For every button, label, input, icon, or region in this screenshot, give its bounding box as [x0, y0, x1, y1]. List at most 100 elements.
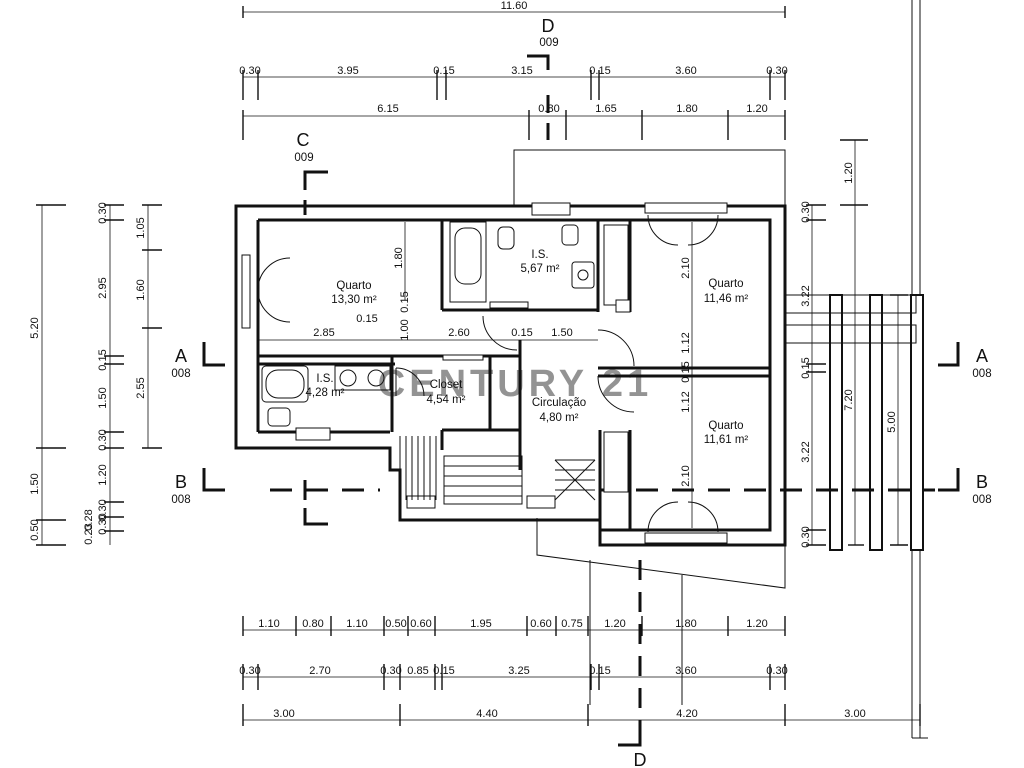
bottom1-dim-4: 0.60	[410, 618, 431, 630]
bottom3-dim-3: 3.00	[844, 708, 865, 720]
windows	[241, 202, 728, 544]
room-quarto-2-name: Quarto	[708, 278, 743, 290]
section-b-right-letter: B	[976, 472, 988, 492]
bottom2-dim-7: 3.60	[675, 665, 696, 677]
left-mid-dim-1: 2.95	[97, 277, 109, 298]
interior-dim-2: 2.85	[313, 327, 334, 339]
room-quarto-3-name: Quarto	[708, 420, 743, 432]
left-mid-dim-2: 0.15	[97, 349, 109, 370]
doors	[257, 214, 719, 533]
stairs	[399, 436, 596, 505]
right-dim-7: 5.00	[886, 411, 898, 432]
interior-dim-7: 1.50	[551, 327, 572, 339]
room-quarto-1-area: 13,30 m²	[331, 294, 377, 306]
bottom2-dim-2: 0.30	[380, 665, 401, 677]
top2-dim-3: 1.80	[676, 103, 697, 115]
right-dimensions: 1.20 0.30 3.22 0.15 3.22 0.30 7.20 5.00	[785, 0, 928, 739]
room-quarto-1-name: Quarto	[336, 280, 371, 292]
interior-dim-6: 0.15	[511, 327, 532, 339]
walls	[234, 149, 787, 589]
right-dim-5: 0.30	[800, 526, 812, 547]
interior-dim-10: 0.15	[680, 361, 692, 382]
section-d-bottom-letter: D	[634, 750, 647, 768]
left-inner-dim-0: 1.05	[135, 217, 147, 238]
section-d-top-ref: 009	[539, 37, 558, 49]
left-mid-dim-7: 0.30	[97, 513, 109, 534]
bottom2-dim-3: 0.85	[407, 665, 428, 677]
fixtures	[261, 221, 631, 493]
bottom1-dim-2: 1.10	[346, 618, 367, 630]
bottom-dimensions: 1.10 0.80 1.10 0.50 0.60 1.95 0.60 0.75 …	[239, 560, 921, 726]
room-is-2-name: I.S.	[316, 373, 333, 385]
section-c-top-ref: 009	[294, 152, 313, 164]
bottom1-dim-0: 1.10	[258, 618, 279, 630]
right-dim-6: 7.20	[843, 389, 855, 410]
left-small-dim-1: 0.23	[83, 523, 95, 544]
top2-dim-0: 6.15	[377, 103, 398, 115]
bottom1-dim-1: 0.80	[302, 618, 323, 630]
overall-width-dim: 11.60	[501, 0, 528, 12]
left-mid-dim-5: 1.20	[97, 464, 109, 485]
left-mid-dim-0: 0.30	[97, 202, 109, 223]
left-mid-dim-3: 1.50	[97, 387, 109, 408]
section-a-right-letter: A	[976, 346, 988, 366]
room-circulacao-name: Circulação	[532, 397, 586, 409]
top1-dim-1: 3.95	[337, 65, 358, 77]
top1-dim-2: 0.15	[433, 65, 454, 77]
bottom2-dim-6: 0.15	[589, 665, 610, 677]
left-inner-dim-1: 1.60	[135, 279, 147, 300]
section-d-bottom: D	[618, 560, 647, 768]
left-small-dim-0: 0.28	[83, 509, 95, 530]
interior-dim-0: 1.80	[393, 247, 405, 268]
bottom1-dim-6: 0.60	[530, 618, 551, 630]
section-a-right-ref: 008	[972, 368, 991, 380]
top2-dim-2: 1.65	[595, 103, 616, 115]
top2-dim-4: 1.20	[746, 103, 767, 115]
right-dim-4: 3.22	[800, 441, 812, 462]
section-d-top: D 009	[527, 16, 559, 140]
bottom1-dim-10: 1.20	[746, 618, 767, 630]
right-dim-0: 1.20	[843, 162, 855, 183]
section-a-left-ref: 008	[171, 368, 190, 380]
room-labels: Quarto 13,30 m² I.S. 5,67 m² Quarto 11,4…	[306, 249, 749, 446]
left-dimensions: 5.20 1.50 0.50 0.30 2.95 0.15 1.50 0.30 …	[29, 202, 162, 546]
bottom1-dim-5: 1.95	[470, 618, 491, 630]
room-closet-area: 4,54 m²	[427, 394, 466, 406]
interior-dim-5: 2.60	[448, 327, 469, 339]
left-outer-dim-2: 0.50	[29, 519, 41, 540]
section-a-left-letter: A	[175, 346, 187, 366]
bottom3-dim-0: 3.00	[273, 708, 294, 720]
bottom2-dim-5: 3.25	[508, 665, 529, 677]
interior-dim-3: 0.15	[356, 313, 377, 325]
bottom2-dim-8: 0.30	[766, 665, 787, 677]
bottom1-dim-9: 1.80	[675, 618, 696, 630]
room-quarto-3-area: 11,61 m²	[704, 434, 749, 446]
interior-dim-11: 1.12	[680, 391, 692, 412]
interior-dim-4: 1.00	[399, 319, 411, 340]
right-dim-1: 0.30	[800, 201, 812, 222]
interior-dimensions: 1.80 0.15 2.85 0.15 1.00 2.60 0.15 1.50 …	[258, 222, 693, 528]
left-outer-dim-1: 1.50	[29, 473, 41, 494]
century21-watermark: CENTURY 21	[378, 363, 652, 405]
bottom2-dim-4: 0.15	[433, 665, 454, 677]
section-b-right-ref: 008	[972, 494, 991, 506]
left-mid-dim-6: 0.30	[97, 499, 109, 520]
room-is-2-area: 4,28 m²	[306, 387, 345, 399]
interior-dim-9: 1.12	[680, 332, 692, 353]
bottom1-dim-7: 0.75	[561, 618, 582, 630]
interior-dim-12: 2.10	[680, 465, 692, 486]
section-a-markers: A 008 A 008	[171, 342, 992, 380]
top1-dim-6: 0.30	[766, 65, 787, 77]
section-b-markers: B 008 B 008	[171, 468, 992, 506]
bottom1-dim-8: 1.20	[604, 618, 625, 630]
left-outer-dim-0: 5.20	[29, 317, 41, 338]
section-b-left-ref: 008	[171, 494, 190, 506]
room-is-1-name: I.S.	[531, 249, 548, 261]
top-dimensions: 11.60 0.30 3.95 0.15 3.15 0.15 3.60 0.30…	[239, 0, 788, 140]
bottom2-dim-1: 2.70	[309, 665, 330, 677]
bottom1-dim-3: 0.50	[385, 618, 406, 630]
room-quarto-2-area: 11,46 m²	[704, 293, 749, 305]
section-c-top-letter: C	[297, 130, 310, 150]
bottom3-dim-2: 4.20	[676, 708, 697, 720]
